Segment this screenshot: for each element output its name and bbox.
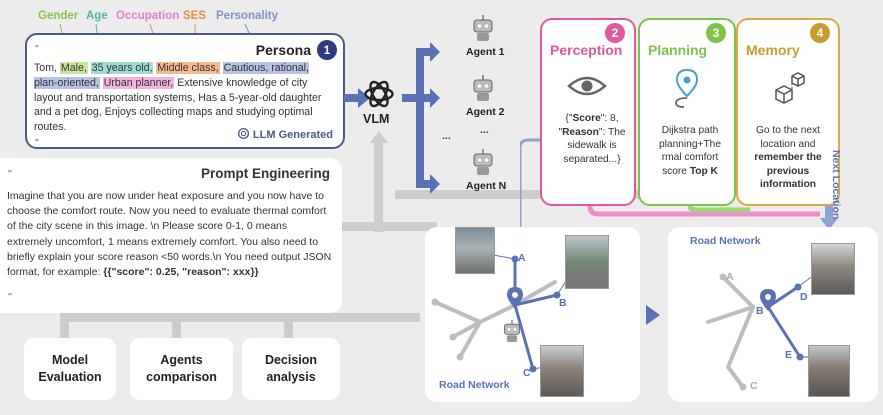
- persona-open-quote: '': [35, 44, 39, 55]
- perception-text: {"Score": 8, "Reason": The sidewalk is s…: [558, 113, 626, 165]
- perception-reason-value: ": The sidewalk is separated...}: [563, 126, 626, 165]
- agent-1-label: Agent 1: [466, 46, 505, 58]
- model-evaluation-box: Model Evaluation: [24, 338, 116, 400]
- agents-comparison-box: Agents comparison: [130, 338, 233, 400]
- agent-2-label: Agent 2: [466, 106, 505, 118]
- memory-card: 4 Memory Go to the next location and rem…: [736, 18, 840, 206]
- road-network-map-1: A B C Road Network: [425, 227, 640, 402]
- next-step-arrow: [646, 305, 660, 325]
- planning-card: 3 Planning Dijkstra path planning+The rm…: [638, 18, 736, 206]
- planning-body: Dijkstra path planning+The rmal comfort …: [658, 125, 722, 177]
- perception-title: Perception: [550, 42, 623, 58]
- pipe-down-3: [284, 313, 293, 339]
- next-location-label: Next Location: [830, 150, 842, 220]
- pipe-horizontal-bottom: [60, 313, 420, 322]
- prompt-example: {{"score": 0.25, "reason": xxx}}: [103, 266, 259, 279]
- perception-score-key: Score: [572, 113, 601, 124]
- robot-icon: [473, 149, 493, 175]
- persona-rest: Extensive knowledge of city layout and t…: [34, 76, 322, 134]
- persona-text: Tom, Male, 35 years old, Middle class, C…: [34, 61, 334, 135]
- agent-2: [470, 74, 496, 107]
- agent-ellipsis-top: ...: [480, 124, 489, 136]
- pipe-horizontal-top: [342, 222, 437, 231]
- street-view-photo: [811, 243, 855, 295]
- perception-open: {": [565, 113, 573, 124]
- map2-label: Road Network: [690, 235, 761, 247]
- pipe-vertical-vlm: [374, 140, 383, 232]
- cubes-icon: [775, 72, 805, 104]
- persona-gender: Male,: [59, 62, 88, 74]
- map2-point-a: A: [726, 271, 734, 283]
- map1-point-a: A: [518, 252, 526, 264]
- prompt-open-quote: '': [8, 169, 12, 180]
- memory-text: Go to the next location and remember the…: [743, 124, 833, 192]
- eye-icon: [567, 76, 607, 96]
- robot-icon: [473, 15, 493, 41]
- tag-age: Age: [86, 10, 108, 22]
- map2-point-c: C: [750, 380, 758, 392]
- pipe-down-2: [172, 313, 181, 339]
- prompt-close-quote: '': [8, 292, 12, 303]
- road-network-map-2: Road Network A B C D E: [668, 227, 878, 402]
- agent-n: [470, 148, 496, 181]
- prompt-text: Imagine that you are now under heat expo…: [7, 189, 335, 280]
- map1-label: Road Network: [439, 379, 510, 391]
- perception-reason-key: Reason: [562, 126, 599, 138]
- agent-ellipsis-left: ...: [442, 130, 451, 142]
- planning-bold: Top K: [689, 165, 718, 177]
- persona-name: Tom,: [34, 62, 57, 74]
- decision-analysis-box: Decision analysis: [242, 338, 340, 400]
- perception-number-badge: 2: [605, 23, 625, 43]
- persona-age: 35 years old,: [90, 62, 154, 74]
- prompt-engineering-box: '' Prompt Engineering Imagine that you a…: [0, 158, 342, 313]
- tag-gender: Gender: [38, 10, 79, 22]
- road-network-graph-1: [431, 248, 576, 373]
- robot-icon: [503, 320, 521, 342]
- street-view-photo: [455, 227, 495, 274]
- persona-box: '' Persona 1 Tom, Male, 35 years old, Mi…: [25, 33, 345, 149]
- perception-card: 2 Perception {"Score": 8, "Reason": The …: [540, 18, 636, 206]
- map2-point-b: B: [756, 305, 764, 317]
- planning-number-badge: 3: [706, 23, 726, 43]
- persona-close-quote: '': [35, 138, 39, 149]
- street-view-photo: [565, 235, 609, 289]
- map2-point-e: E: [785, 349, 793, 361]
- llm-generated-label: LLM Generated: [237, 127, 333, 141]
- street-view-photo: [540, 345, 584, 397]
- tag-ses: SES: [183, 10, 207, 22]
- persona-occupation: Urban planner,: [102, 76, 175, 89]
- vlm-label: VLM: [363, 112, 390, 126]
- pipe-horizontal-mid: [395, 190, 655, 199]
- memory-number-badge: 4: [810, 23, 830, 43]
- perception-score-value: ": 8,: [600, 113, 619, 124]
- agent-n-label: Agent N: [466, 180, 507, 192]
- pipe-down-1: [60, 313, 69, 339]
- vlm-up-arrow: [370, 131, 388, 143]
- persona-number-badge: 1: [317, 40, 337, 60]
- tag-personality: Personality: [216, 10, 278, 22]
- memory-title: Memory: [746, 42, 800, 58]
- planning-title: Planning: [648, 42, 708, 58]
- street-view-photo: [808, 345, 850, 397]
- llm-generated-text: LLM Generated: [252, 129, 333, 141]
- memory-bold: remember the previous information: [754, 152, 822, 191]
- memory-body: Go to the next location and: [756, 125, 820, 150]
- persona-title: Persona: [255, 42, 311, 58]
- map1-point-c: C: [523, 367, 531, 379]
- openai-icon: [237, 127, 249, 140]
- road-network-graph-2: [706, 271, 819, 391]
- persona-ses: Middle class,: [156, 62, 220, 74]
- robot-icon: [473, 75, 493, 101]
- vlm-arrows: [344, 42, 440, 194]
- prompt-body: Imagine that you are now under heat expo…: [7, 190, 332, 279]
- vlm-openai-icon: [364, 80, 394, 108]
- agent-1: [470, 14, 496, 47]
- map1-point-b: B: [559, 297, 567, 309]
- planning-text: Dijkstra path planning+The rmal comfort …: [648, 124, 732, 178]
- tag-occupation: Occupation: [116, 10, 180, 22]
- route-pin-icon: [675, 68, 699, 108]
- map2-point-d: D: [800, 291, 808, 303]
- prompt-title: Prompt Engineering: [200, 166, 330, 181]
